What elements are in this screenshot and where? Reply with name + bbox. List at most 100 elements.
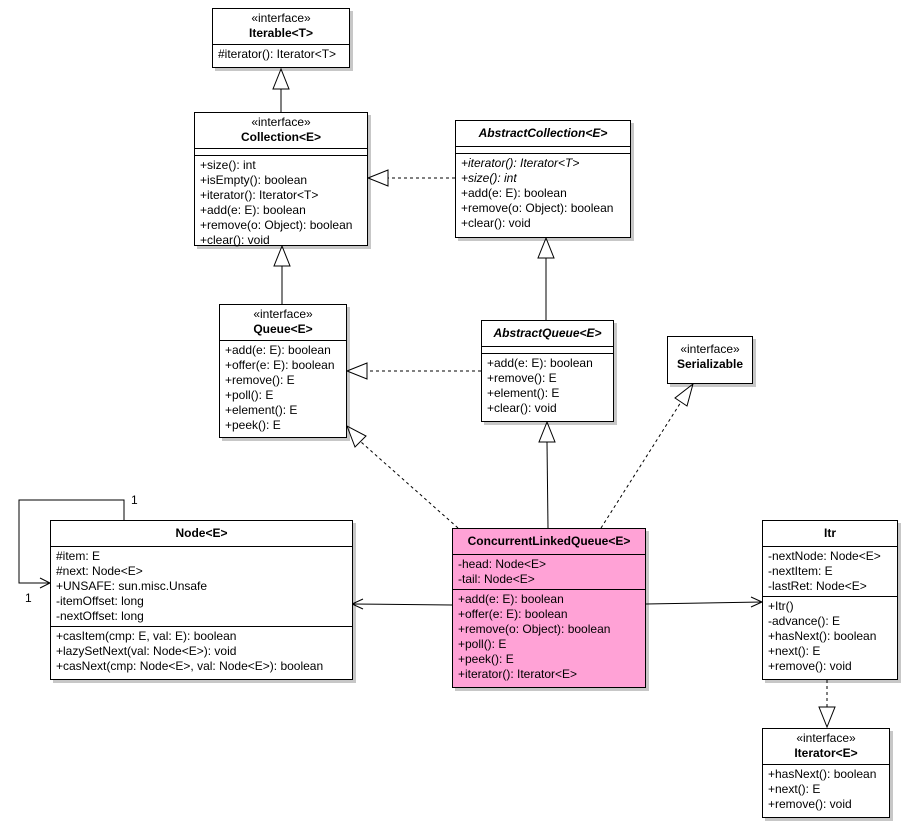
methods-section: +add(e: E): boolean +offer(e: E): boolea… (220, 340, 346, 435)
method-row: +isEmpty(): boolean (200, 173, 308, 187)
class-name: Iterable<T> (248, 26, 314, 40)
methods-section: +add(e: E): boolean +offer(e: E): boolea… (453, 589, 645, 684)
class-name: ConcurrentLinkedQueue<E> (467, 534, 631, 548)
class-header: «interface» Collection<E> (195, 113, 367, 148)
method-row: +element(): E (487, 386, 560, 400)
class-collection[interactable]: «interface» Collection<E> +size(): int +… (194, 112, 368, 247)
triangle-iterator (818, 706, 836, 729)
methods-section: +iterator(): Iterator<T> +size(): int +a… (456, 153, 630, 233)
class-name: Serializable (676, 357, 744, 371)
stereotype-label: «interface» (251, 115, 311, 129)
field-row: +UNSAFE: sun.misc.Unsafe (56, 579, 208, 593)
method-row: +Itr() (768, 599, 794, 613)
method-row: #iterator(): Iterator<T> (218, 47, 337, 61)
field-row: -lastRet: Node<E> (768, 579, 867, 593)
method-row: +add(e: E): boolean (461, 186, 567, 200)
methods-section: +Itr() -advance(): E +hasNext(): boolean… (763, 596, 897, 676)
method-row: +next(): E (768, 644, 821, 658)
clq-implements-serializable (600, 401, 682, 529)
method-row: +poll(): E (458, 637, 507, 651)
class-header: AbstractCollection<E> (456, 121, 630, 146)
class-name: AbstractCollection<E> (478, 126, 608, 140)
node-self-association (18, 499, 125, 584)
method-row: +remove(o: Object): boolean (461, 201, 614, 215)
method-row: +offer(e: E): boolean (225, 358, 335, 372)
method-row: +peek(): E (458, 652, 514, 666)
stereotype-label: «interface» (251, 11, 311, 25)
stereotype-label: «interface» (253, 307, 313, 321)
method-row: +lazySetNext(val: Node<E>): void (56, 644, 237, 658)
class-header: «interface» Serializable (668, 337, 752, 375)
method-row: +element(): E (225, 403, 298, 417)
multiplicity-top: 1 (131, 493, 138, 507)
method-row: +poll(): E (225, 388, 274, 402)
method-row: +size(): int (461, 171, 517, 185)
class-header: AbstractQueue<E> (482, 321, 613, 346)
triangle-serializable (674, 382, 694, 407)
class-abstract-collection[interactable]: AbstractCollection<E> +iterator(): Itera… (455, 120, 631, 238)
class-header: «interface» Iterable<T> (213, 9, 349, 44)
method-row: +add(e: E): boolean (200, 203, 306, 217)
clq-node-association (351, 603, 453, 606)
method-row: +add(e: E): boolean (487, 356, 593, 370)
method-row: +clear(): void (461, 216, 531, 230)
class-serializable[interactable]: «interface» Serializable (667, 336, 753, 384)
method-row: +remove(): E (225, 373, 295, 387)
field-row: -head: Node<E> (458, 557, 547, 571)
class-name: Iterator<E> (794, 746, 858, 760)
method-row: +casNext(cmp: Node<E>, val: Node<E>): bo… (56, 659, 324, 673)
method-row: +remove(o: Object): boolean (200, 218, 353, 232)
fields-section: -nextNode: Node<E> -nextItem: E -lastRet… (763, 546, 897, 596)
stereotype-label: «interface» (680, 342, 740, 356)
fields-section: #item: E #next: Node<E> +UNSAFE: sun.mis… (51, 546, 352, 626)
method-row: +offer(e: E): boolean (458, 607, 568, 621)
method-row: +peek(): E (225, 418, 281, 432)
triangle-iterable (272, 67, 290, 90)
field-row: -nextItem: E (768, 564, 833, 578)
fields-section: -head: Node<E> -tail: Node<E> (453, 554, 645, 589)
triangle-abstract-collection (537, 236, 555, 259)
class-name: AbstractQueue<E> (493, 326, 602, 340)
stereotype-label: «interface» (796, 731, 856, 745)
field-row: #next: Node<E> (56, 564, 143, 578)
class-itr[interactable]: Itr -nextNode: Node<E> -nextItem: E -las… (762, 520, 898, 680)
class-concurrent-linked-queue[interactable]: ConcurrentLinkedQueue<E> -head: Node<E> … (452, 528, 646, 688)
class-header: «interface» Iterator<E> (763, 729, 889, 764)
class-iterator[interactable]: «interface» Iterator<E> +hasNext(): bool… (762, 728, 890, 818)
field-row: #item: E (56, 549, 101, 563)
clq-implements-queue (360, 441, 459, 529)
clq-extends-abstract-queue (546, 441, 549, 529)
methods-section: +add(e: E): boolean +remove(): E +elemen… (482, 353, 613, 418)
method-row: +iterator(): Iterator<T> (200, 188, 319, 202)
triangle-queue-bottom (346, 424, 367, 448)
method-row: +clear(): void (487, 401, 557, 415)
class-header: Itr (763, 521, 897, 546)
triangle-collection-bottom (273, 244, 291, 267)
clq-itr-association (645, 601, 763, 605)
class-name: Node<E> (175, 526, 228, 540)
method-row: +hasNext(): boolean (768, 767, 877, 781)
field-row: -nextNode: Node<E> (768, 549, 881, 563)
method-row: +casItem(cmp: E, val: E): boolean (56, 629, 237, 643)
class-header: «interface» Queue<E> (220, 305, 346, 340)
methods-section: #iterator(): Iterator<T> (213, 44, 349, 64)
class-node[interactable]: Node<E> #item: E #next: Node<E> +UNSAFE:… (50, 520, 353, 680)
multiplicity-bottom: 1 (25, 591, 32, 605)
method-row: +remove(): void (768, 797, 852, 811)
triangle-abstract-queue (538, 420, 556, 443)
method-row: +clear(): void (200, 233, 270, 247)
class-name: Itr (824, 526, 836, 540)
fields-section (195, 148, 367, 155)
class-abstract-queue[interactable]: AbstractQueue<E> +add(e: E): boolean +re… (481, 320, 614, 422)
class-header: ConcurrentLinkedQueue<E> (453, 529, 645, 554)
class-queue[interactable]: «interface» Queue<E> +add(e: E): boolean… (219, 304, 347, 438)
method-row: -advance(): E (768, 614, 841, 628)
methods-section: +casItem(cmp: E, val: E): boolean +lazyS… (51, 626, 352, 676)
method-row: +remove(): void (768, 659, 852, 673)
method-row: +iterator(): Iterator<E> (458, 667, 578, 681)
field-row: -tail: Node<E> (458, 572, 535, 586)
fields-section (456, 146, 630, 153)
class-iterable[interactable]: «interface» Iterable<T> #iterator(): Ite… (212, 8, 350, 68)
method-row: +hasNext(): boolean (768, 629, 877, 643)
